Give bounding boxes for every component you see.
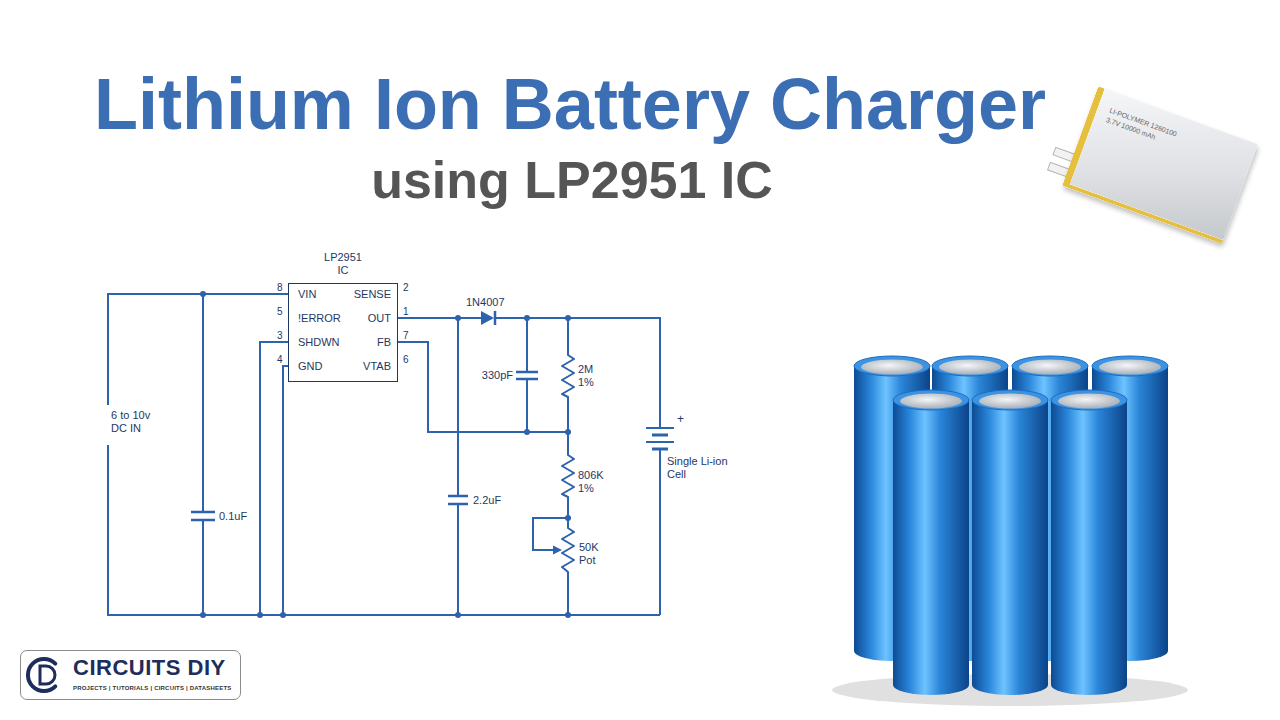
- polarity-mark: +: [677, 413, 684, 426]
- part-label: 806K 1%: [578, 469, 604, 495]
- pin-name: FB: [377, 336, 391, 349]
- pot-arrow: [553, 546, 562, 555]
- junction-dot: [455, 315, 461, 321]
- part-label: 0.1uF: [219, 510, 247, 523]
- cylinder-cell: [972, 390, 1048, 695]
- wire: [495, 318, 660, 428]
- battery-plate: [652, 434, 668, 437]
- battery-plate: [646, 441, 674, 443]
- junction-dot: [455, 612, 461, 618]
- pin-number: 2: [403, 281, 409, 294]
- diode-symbol: [481, 311, 494, 325]
- pin-name: GND: [298, 360, 322, 373]
- pin-number: 6: [403, 353, 409, 366]
- cylinder-cell: [1051, 390, 1127, 695]
- pot-wiper-wire: [533, 518, 568, 550]
- brand-name: CIRCUITS DIY: [73, 656, 232, 680]
- junction-dot: [280, 612, 286, 618]
- cylinder-cell: [893, 390, 969, 695]
- capacitor-plate: [191, 511, 215, 514]
- wire: [398, 317, 481, 319]
- subtitle: using LP2951 IC: [371, 154, 773, 206]
- pin-number: 7: [403, 329, 409, 342]
- resistor-chain: [562, 318, 574, 615]
- battery-plate: [646, 427, 674, 429]
- junction-dot: [257, 612, 263, 618]
- pin-name: VTAB: [363, 360, 391, 373]
- diode-bar: [494, 311, 497, 325]
- wire: [202, 520, 204, 615]
- junction-dot: [565, 612, 571, 618]
- pin-number: 8: [277, 281, 283, 294]
- wire: [202, 294, 204, 512]
- cell-print: LI-POLYMER 1260100: [1108, 106, 1242, 163]
- pin-number: 1: [403, 305, 409, 318]
- ic-chip: LP2951 ICVIN!ERRORSHDWNGNDSENSEOUTFBVTAB: [288, 283, 398, 382]
- pin-number: 4: [277, 353, 283, 366]
- page-title: Lithium Ion Battery Charger: [94, 68, 1046, 140]
- part-label: 2.2uF: [473, 494, 501, 507]
- cell-print: 3.7V 10000 mAh: [1104, 115, 1238, 172]
- junction-dot: [200, 291, 206, 297]
- capacitor-plate: [448, 495, 468, 498]
- wire: [457, 504, 459, 615]
- capacitor-plate: [516, 371, 538, 374]
- pin-number: 3: [277, 329, 283, 342]
- battery-label: Single Li-ion Cell: [667, 455, 741, 481]
- schematic-marks: [200, 291, 571, 618]
- pin-name: VIN: [298, 288, 316, 301]
- junction-dot: [524, 429, 530, 435]
- battery-plate: [652, 448, 668, 451]
- junction-dot: [565, 315, 571, 321]
- part-label: 1N4007: [466, 296, 505, 309]
- logo-arc: [28, 659, 55, 691]
- wire: [526, 379, 528, 432]
- wire: [108, 445, 660, 615]
- logo-icon: [28, 659, 55, 691]
- junction-dot: [565, 515, 571, 521]
- pouch-cell: LI-POLYMER 12601003.7V 10000 mAh: [1062, 86, 1258, 244]
- supply-label: 6 to 10v DC IN: [111, 409, 163, 435]
- wire: [659, 449, 661, 615]
- wire: [283, 366, 288, 615]
- pin-number: 5: [277, 305, 283, 318]
- pin-name: SENSE: [354, 288, 391, 301]
- junction-dot: [565, 429, 571, 435]
- wire: [457, 318, 459, 496]
- wire: [526, 318, 528, 372]
- pin-name: !ERROR: [298, 312, 341, 325]
- logo-badge: CIRCUITS DIY PROJECTS | TUTORIALS | CIRCU…: [20, 650, 241, 700]
- capacitor-plate: [191, 519, 215, 522]
- chip-label: LP2951 IC: [324, 251, 362, 277]
- junction-dot: [524, 315, 530, 321]
- part-label: 2M 1%: [578, 363, 594, 389]
- part-label: 50K Pot: [579, 541, 599, 567]
- wire: [398, 342, 568, 432]
- brand-tagline: PROJECTS | TUTORIALS | CIRCUITS | DATASH…: [73, 684, 232, 692]
- capacitor-plate: [516, 378, 538, 381]
- capacitor-plate: [448, 503, 468, 506]
- logo-arc: [40, 666, 55, 684]
- wire: [260, 342, 288, 615]
- pin-name: SHDWN: [298, 336, 340, 349]
- junction-dot: [200, 612, 206, 618]
- part-label: 330pF: [482, 369, 513, 382]
- pin-name: OUT: [368, 312, 391, 325]
